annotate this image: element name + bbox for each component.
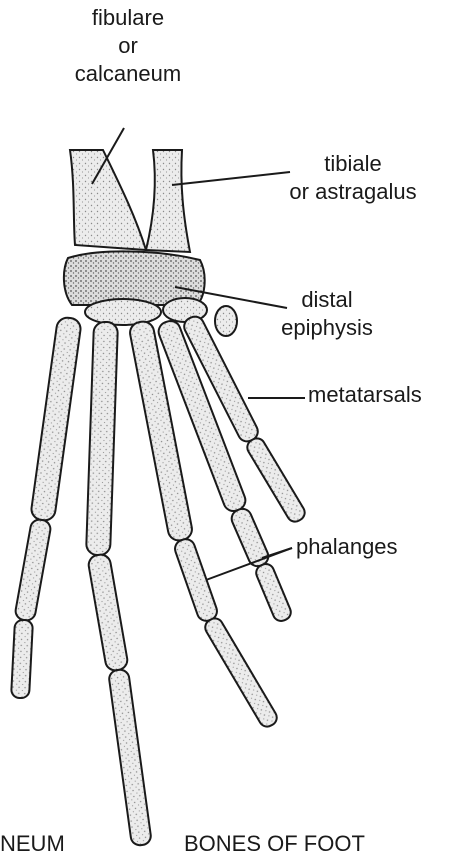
distal-label-line2: epiphysis (262, 314, 392, 342)
phalanges-label: phalanges (296, 533, 398, 561)
fibulare-label: fibulare or calcaneum (64, 4, 192, 88)
caption-left: NEUM (0, 830, 65, 858)
phalanx-bone (173, 537, 220, 624)
fibulare-label-line1: fibulare (64, 4, 192, 32)
metatarsals-label: metatarsals (308, 381, 422, 409)
phalanx-bone (11, 620, 33, 699)
fibulare-label-line3: calcaneum (64, 60, 192, 88)
phalanx-bone (254, 562, 294, 624)
phalanx-bone (229, 506, 271, 569)
distal-epiphysis-label: distal epiphysis (262, 286, 392, 342)
caption-bones-of-foot: BONES OF FOOT (184, 830, 365, 858)
phalanx-bone (87, 553, 129, 672)
tibiale-label-line1: tibiale (258, 150, 448, 178)
digits (11, 313, 308, 846)
digit-3 (128, 320, 280, 730)
fibulare-bone (70, 150, 146, 250)
tibiale-bone (146, 150, 190, 252)
fibulare-label-line2: or (64, 32, 192, 60)
phalanx-bone (14, 518, 52, 622)
tibiale-label: tibiale or astragalus (258, 150, 448, 206)
metatarsal-bone (30, 316, 82, 521)
phalanx-bone (108, 669, 152, 847)
tarsal-block (64, 251, 205, 305)
distal-label-line1: distal (262, 286, 392, 314)
digit-1 (11, 316, 82, 698)
metatarsal-bone (86, 322, 118, 556)
phalanx-bone (202, 615, 279, 729)
tibiale-label-line2: or astragalus (258, 178, 448, 206)
phalanx-bone (244, 435, 307, 524)
